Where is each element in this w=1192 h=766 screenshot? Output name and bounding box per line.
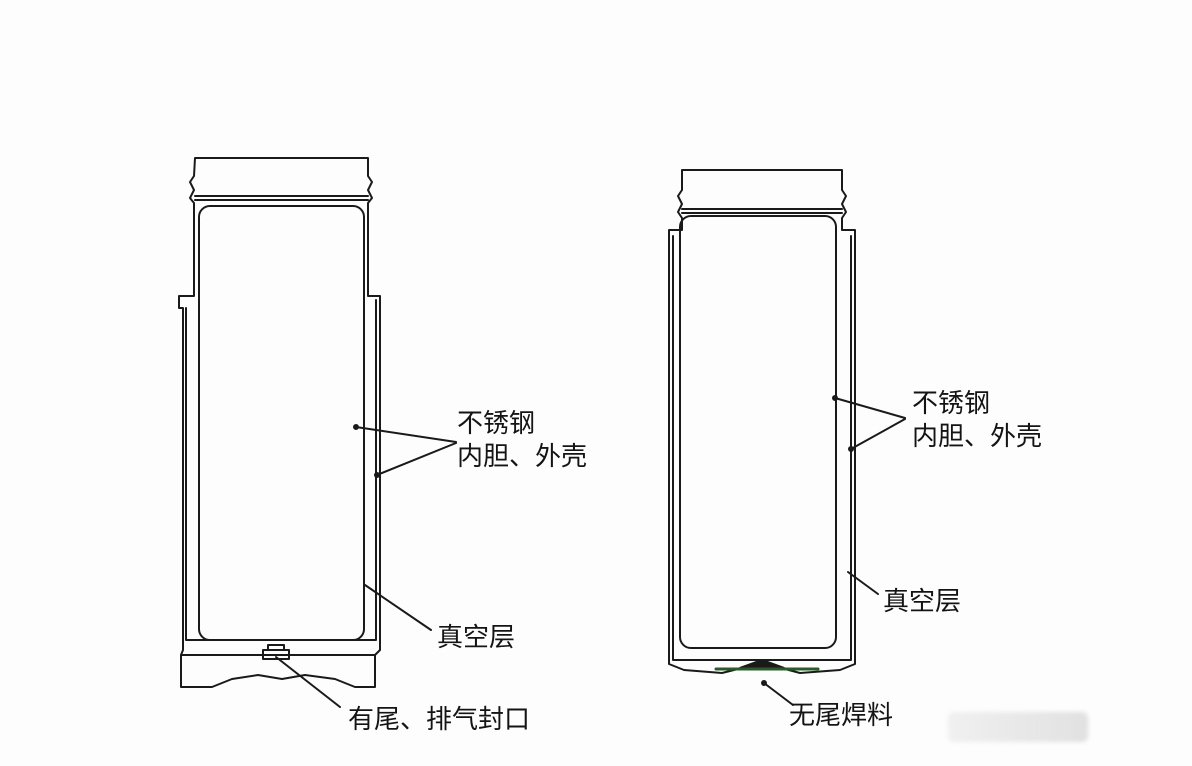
right-vacuum-leader [847,571,879,595]
left-outer-shell [178,157,381,688]
right-seal-leader [763,682,794,706]
right-material-label-line2: 内胆、外壳 [912,422,1042,452]
left-seal-leader [275,656,341,708]
left-material-label-line2: 内胆、外壳 [457,442,587,472]
left-outer-shell-inner-wall [185,299,377,641]
left-leader-dot-inner [353,424,359,430]
left-material-label-line1: 不锈钢 [457,409,535,439]
left-inner-liner [198,205,365,641]
right-seal-dot [761,680,767,686]
left-vacuum-label: 真空层 [437,623,515,653]
left-leader-dot-outer [374,472,380,478]
left-leader-inner [355,426,457,443]
right-outer-shell [668,169,856,674]
right-seal-label: 无尾焊料 [789,701,893,731]
right-inner-liner [679,215,837,649]
left-bottle [178,157,457,708]
right-material-label-line1: 不锈钢 [912,389,990,419]
right-outer-shell-inner-wall [672,235,852,661]
left-leader-outer [376,442,457,476]
left-exhaust-tip [267,644,285,651]
right-leader-dot-inner [832,395,838,401]
right-solder-bump [739,659,785,669]
blurred-watermark [948,712,1088,742]
right-leader-outer [850,418,906,450]
right-bottle [668,169,906,706]
right-vacuum-label: 真空层 [883,587,961,617]
left-vacuum-leader [364,584,432,631]
right-leader-inner [834,397,906,419]
right-leader-dot-outer [848,446,854,452]
left-seal-label: 有尾、排气封口 [348,705,530,735]
